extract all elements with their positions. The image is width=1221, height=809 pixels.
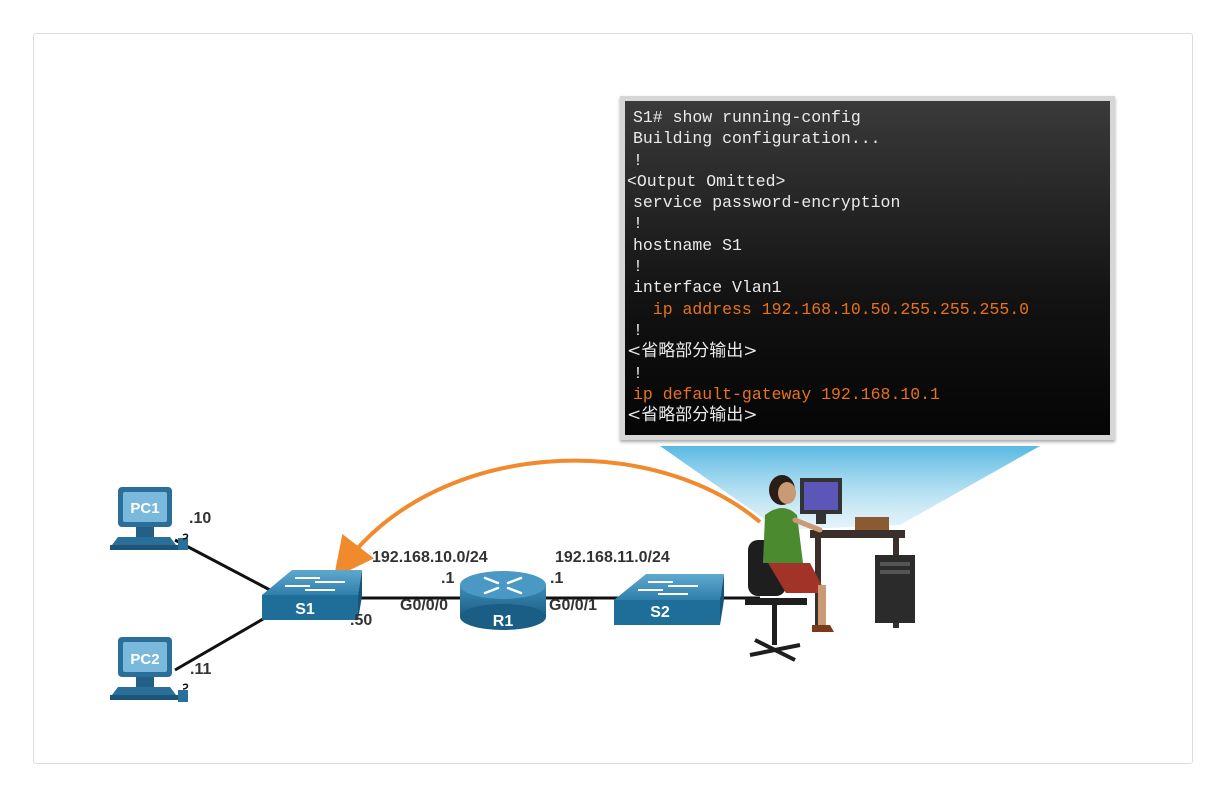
terminal-line: <省略部分输出> (627, 341, 758, 362)
terminal-line: ! (633, 150, 643, 170)
terminal-line: <Output Omitted> (627, 171, 786, 191)
pc1-ip-label: .10 (189, 510, 212, 527)
view-beam (660, 446, 1040, 530)
r1-g001-ip-label: .1 (550, 570, 564, 587)
terminal-line: ! (633, 257, 643, 277)
terminal-line: Building configuration... (633, 129, 881, 149)
terminal-line: ip default-gateway 192.168.10.1 (633, 384, 940, 404)
s2-switch-icon[interactable] (614, 574, 724, 625)
terminal-line: hostname S1 (633, 235, 742, 255)
r1-label: R1 (493, 613, 514, 630)
terminal-line: ! (633, 214, 643, 234)
terminal-line: S1# show running-config (633, 108, 861, 127)
network-10-label: 192.168.10.0/24 (372, 549, 488, 566)
r1-g001-interface-label: G0/0/1 (549, 597, 598, 614)
s2-label: S2 (650, 604, 670, 621)
terminal-line: <省略部分输出> (627, 405, 758, 426)
r1-g000-ip-label: .1 (441, 570, 455, 587)
s1-label: S1 (295, 601, 315, 618)
pc1-icon[interactable] (110, 487, 189, 550)
terminal-line: ! (633, 320, 643, 340)
admin-workstation-icon (745, 475, 915, 662)
terminal-line: ip address 192.168.10.50.255.255.255.0 (633, 299, 1030, 319)
pc2-ip-label: .11 (190, 661, 212, 678)
r1-g000-interface-label: G0/0/0 (400, 597, 449, 614)
s1-ip-label: .50 (350, 612, 373, 629)
config-arrow (333, 458, 762, 578)
r1-router-icon[interactable] (460, 571, 546, 630)
terminal-line: service password-encryption (633, 193, 901, 213)
pc1-label: PC1 (130, 500, 159, 517)
network-11-label: 192.168.11.0/24 (555, 549, 670, 566)
pc2-label: PC2 (130, 651, 159, 668)
cables (174, 538, 760, 672)
s1-switch-icon[interactable] (262, 570, 362, 620)
terminal-line: ! (633, 363, 643, 383)
pc2-icon[interactable] (110, 637, 189, 702)
terminal-line: interface Vlan1 (633, 278, 782, 298)
